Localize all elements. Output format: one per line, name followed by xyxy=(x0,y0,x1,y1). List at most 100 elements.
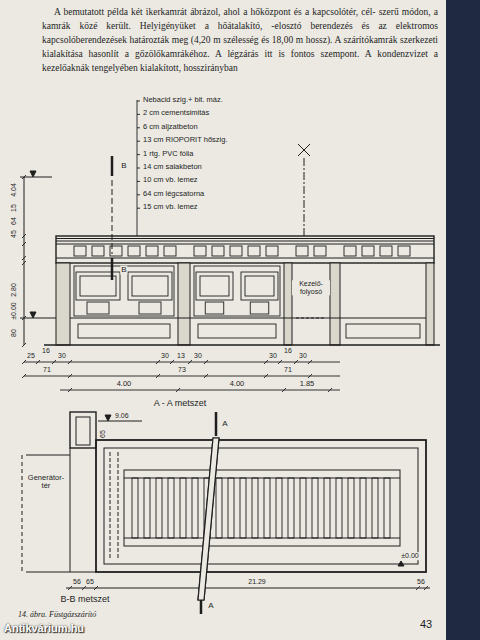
level-mark xyxy=(30,171,36,177)
duct-block xyxy=(92,246,104,256)
grate-slat xyxy=(288,478,294,538)
dimension: 16 xyxy=(41,347,51,355)
level-value: ±0.00 xyxy=(400,552,419,560)
grate-slat xyxy=(216,478,222,538)
dimension: 2.80 xyxy=(10,282,18,298)
trolley-base xyxy=(250,302,269,314)
dimension: 16 xyxy=(283,347,293,355)
axis-cross xyxy=(298,144,310,156)
dimension: 4.00 xyxy=(229,380,246,388)
section-mark: A xyxy=(221,420,228,429)
level-line xyxy=(98,421,142,422)
level-value: 9.06 xyxy=(114,412,130,420)
duct-block xyxy=(146,246,158,256)
layer-note: 64 cm légcsatorna xyxy=(142,190,205,198)
dimension-line xyxy=(24,177,25,345)
grate-slat xyxy=(228,478,234,538)
dimension-tick xyxy=(424,586,428,590)
dimension-line xyxy=(60,390,340,391)
section-mark: A xyxy=(207,602,214,611)
grate-slat xyxy=(156,478,162,538)
dimension-tick xyxy=(22,360,26,364)
dimension-tick xyxy=(52,360,56,364)
dimension: 65 xyxy=(99,429,107,439)
grate-slat xyxy=(264,478,270,538)
dimension-tick xyxy=(294,360,298,364)
duct-block xyxy=(266,246,278,256)
plan-inner xyxy=(104,448,418,564)
section-b-b xyxy=(22,412,430,614)
chamber-frame xyxy=(74,266,174,316)
duct-block xyxy=(74,246,86,256)
grate-band xyxy=(124,538,400,539)
dimension: 13 xyxy=(176,352,186,360)
leader-tick xyxy=(137,141,140,142)
dimension: 25 xyxy=(26,352,36,360)
dimension-tick xyxy=(416,586,420,590)
dimension: 64 xyxy=(10,216,18,226)
duct-block xyxy=(128,246,140,256)
leader-tick xyxy=(137,114,140,115)
dimension: 45 xyxy=(10,229,18,239)
dimension: 30 xyxy=(268,352,278,360)
dimension-tick xyxy=(156,360,160,364)
level-mark xyxy=(105,415,111,421)
grate-slat xyxy=(324,478,330,538)
duct-block xyxy=(212,246,224,256)
trolley-load xyxy=(200,276,229,296)
axis-cross xyxy=(298,144,310,156)
axis-line xyxy=(304,158,305,236)
dimension-tick xyxy=(68,586,72,590)
wall xyxy=(426,263,434,345)
plan-outline xyxy=(96,440,426,572)
trolley-base xyxy=(139,302,161,314)
grate-slat xyxy=(372,478,378,538)
dimension-tick xyxy=(22,374,26,378)
dimension: 30 xyxy=(298,352,308,360)
figure-caption: 14. ábra. Füstgázszárító xyxy=(18,611,96,620)
dimension-tick xyxy=(94,586,98,590)
dimension-tick xyxy=(22,234,26,238)
grate-slat xyxy=(132,478,138,538)
dimension-tick xyxy=(264,360,268,364)
dimension: 21.29 xyxy=(247,578,267,586)
wall xyxy=(330,263,340,345)
dimension: 56 xyxy=(416,578,426,586)
floor-line xyxy=(70,318,426,319)
dimension-tick xyxy=(204,360,208,364)
dimension-tick xyxy=(264,374,268,378)
grate-slat xyxy=(168,478,174,538)
dimension-tick xyxy=(22,256,26,260)
grate-band xyxy=(124,478,400,479)
roof-layer xyxy=(56,244,434,245)
duct-block xyxy=(248,246,260,256)
duct-block xyxy=(344,246,356,256)
dimension: 56 xyxy=(72,578,82,586)
dimension-line xyxy=(66,588,430,589)
dimension-tick xyxy=(278,360,282,364)
roof-layer xyxy=(56,238,434,239)
leader-tick xyxy=(137,154,140,155)
dimension: 71 xyxy=(283,366,293,374)
duct-block xyxy=(314,246,326,256)
grate-slat xyxy=(192,478,198,538)
trolley-load xyxy=(245,276,274,296)
section-a-a xyxy=(20,144,440,345)
duct-block xyxy=(194,246,206,256)
layer-note: 13 cm RIOPORIT hőszig. xyxy=(142,136,228,144)
cut-plane xyxy=(198,438,219,600)
grate-frame xyxy=(124,470,400,546)
layer-note: Nebacid szig.+ bit. máz. xyxy=(142,96,224,104)
trolley xyxy=(196,272,233,300)
trolley-base xyxy=(205,302,224,314)
level-mark xyxy=(30,312,36,318)
layer-note: 1 rtg. PVC fólia xyxy=(142,150,194,158)
section-mark: B xyxy=(120,266,127,275)
leader-tick xyxy=(137,208,140,209)
trolley xyxy=(76,272,120,300)
duct-block xyxy=(230,246,242,256)
grate-slat xyxy=(276,478,282,538)
repeated-details xyxy=(22,100,428,600)
corridor-floor xyxy=(296,318,326,319)
